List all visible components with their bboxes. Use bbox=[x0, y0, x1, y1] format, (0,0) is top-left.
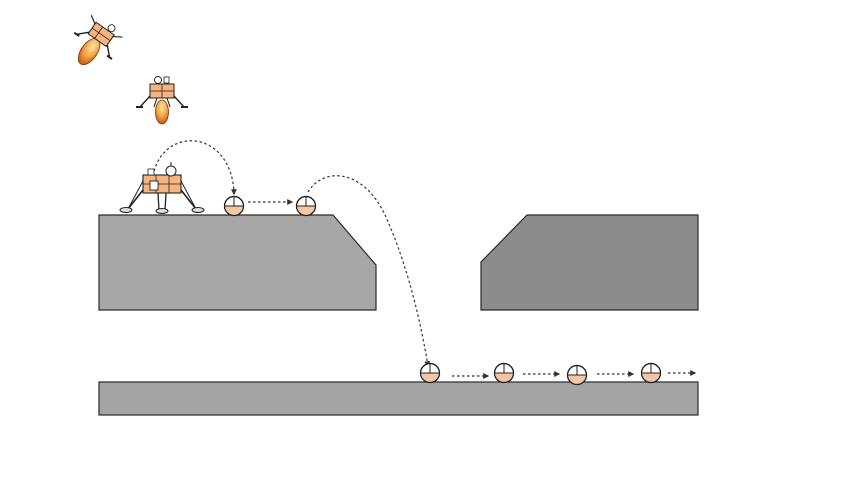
lander-tilted-icon bbox=[73, 15, 123, 66]
rover-5 bbox=[566, 364, 588, 386]
rover-3 bbox=[419, 362, 441, 384]
left-plateau bbox=[98, 214, 377, 311]
deploy-arc bbox=[152, 140, 237, 196]
lander-firing-icon bbox=[136, 76, 188, 125]
dotted-paths bbox=[152, 140, 697, 379]
rovers bbox=[223, 195, 662, 386]
jump-arc bbox=[307, 175, 431, 368]
rover-6 bbox=[640, 362, 662, 384]
rover-2 bbox=[295, 195, 317, 217]
flame-icon bbox=[155, 99, 169, 125]
lower-ground bbox=[98, 381, 699, 416]
rover-1 bbox=[223, 195, 245, 217]
right-plateau bbox=[480, 214, 699, 311]
lander-landed-icon bbox=[119, 162, 205, 214]
rover-4 bbox=[493, 362, 515, 384]
